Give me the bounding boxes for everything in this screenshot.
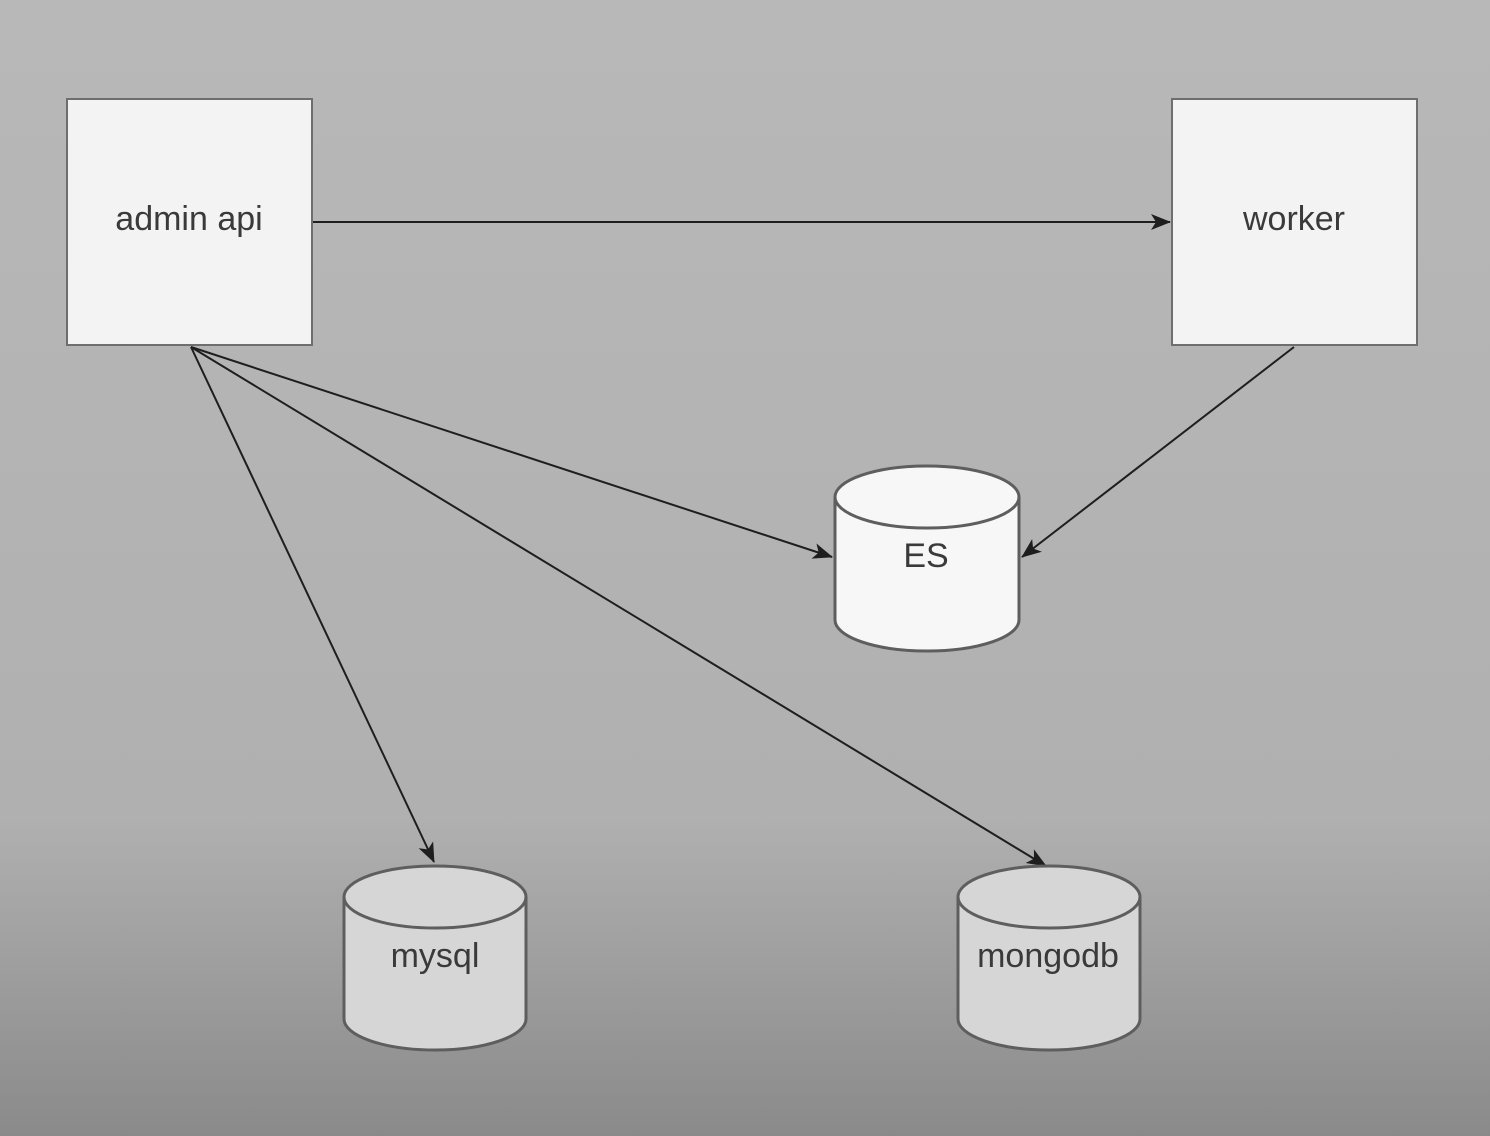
node-mongodb[interactable]: mongodb <box>956 864 1142 1052</box>
admin-api-label: admin api <box>115 200 262 238</box>
mongodb-label: mongodb <box>977 937 1119 975</box>
edge-admin-api-to-mysql <box>190 346 435 863</box>
mysql-cylinder-body <box>342 864 528 1052</box>
admin-api-box <box>66 98 313 346</box>
worker-label: worker <box>1242 200 1345 238</box>
edge-admin-api-to-mongodb <box>190 346 1047 867</box>
mongodb-cylinder-rim <box>956 896 1142 930</box>
edge-worker-to-es <box>1021 346 1295 558</box>
edge-admin-api-to-es <box>190 346 833 559</box>
es-cylinder-body <box>833 464 1021 653</box>
node-es[interactable]: ES <box>833 464 1021 653</box>
es-cylinder-rim <box>833 496 1021 530</box>
mysql-cylinder-rim <box>342 896 528 930</box>
mongodb-cylinder-body <box>956 864 1142 1052</box>
node-admin-api[interactable]: admin api <box>66 98 313 346</box>
mysql-label: mysql <box>391 937 480 975</box>
node-mysql[interactable]: mysql <box>342 864 528 1052</box>
node-worker[interactable]: worker <box>1171 98 1418 346</box>
edges <box>190 214 1295 867</box>
worker-box <box>1171 98 1418 346</box>
es-label: ES <box>903 537 948 575</box>
